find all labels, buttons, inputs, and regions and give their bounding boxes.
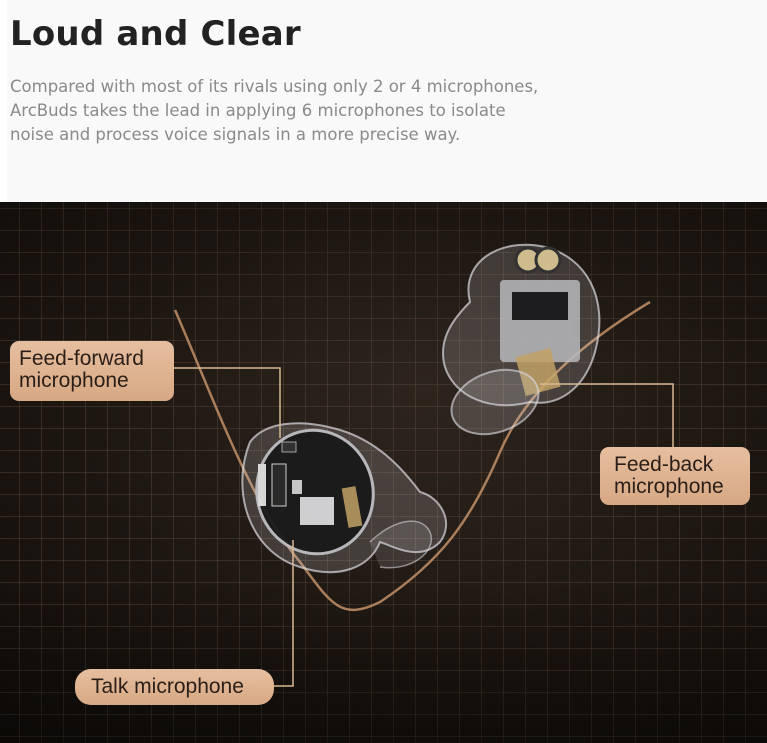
description-line: noise and process voice signals in a mor… — [10, 125, 461, 144]
product-hero-image: Feed-forward microphone Feed-back microp… — [0, 202, 767, 743]
feed-forward-microphone-callout: Feed-forward microphone — [10, 341, 174, 401]
talk-leader-line — [274, 540, 294, 687]
header-section — [7, 0, 767, 202]
description: Compared with most of its rivals using o… — [10, 75, 610, 147]
feed-forward-leader-line — [174, 367, 281, 438]
feed-back-leader-line — [540, 383, 674, 447]
talk-microphone-callout: Talk microphone — [75, 669, 274, 705]
description-line: Compared with most of its rivals using o… — [10, 77, 539, 96]
earbuds-illustration — [173, 243, 674, 687]
right-earbud — [442, 243, 601, 436]
feed-back-microphone-callout: Feed-back microphone — [600, 447, 750, 505]
left-earbud — [241, 422, 447, 574]
description-line: ArcBuds takes the lead in applying 6 mic… — [10, 101, 506, 120]
page-title: Loud and Clear — [10, 14, 301, 54]
